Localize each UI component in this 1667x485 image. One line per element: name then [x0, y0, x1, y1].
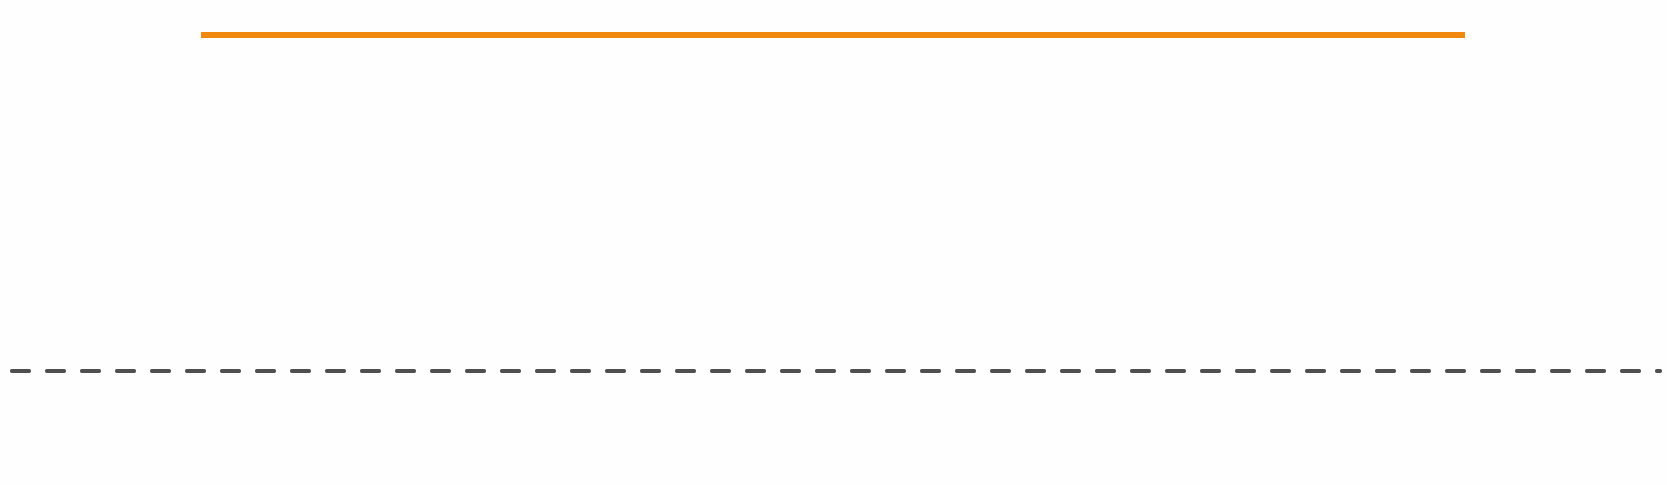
diagram-svg: [10, 32, 1662, 373]
diagram-canvas: [10, 32, 1662, 373]
